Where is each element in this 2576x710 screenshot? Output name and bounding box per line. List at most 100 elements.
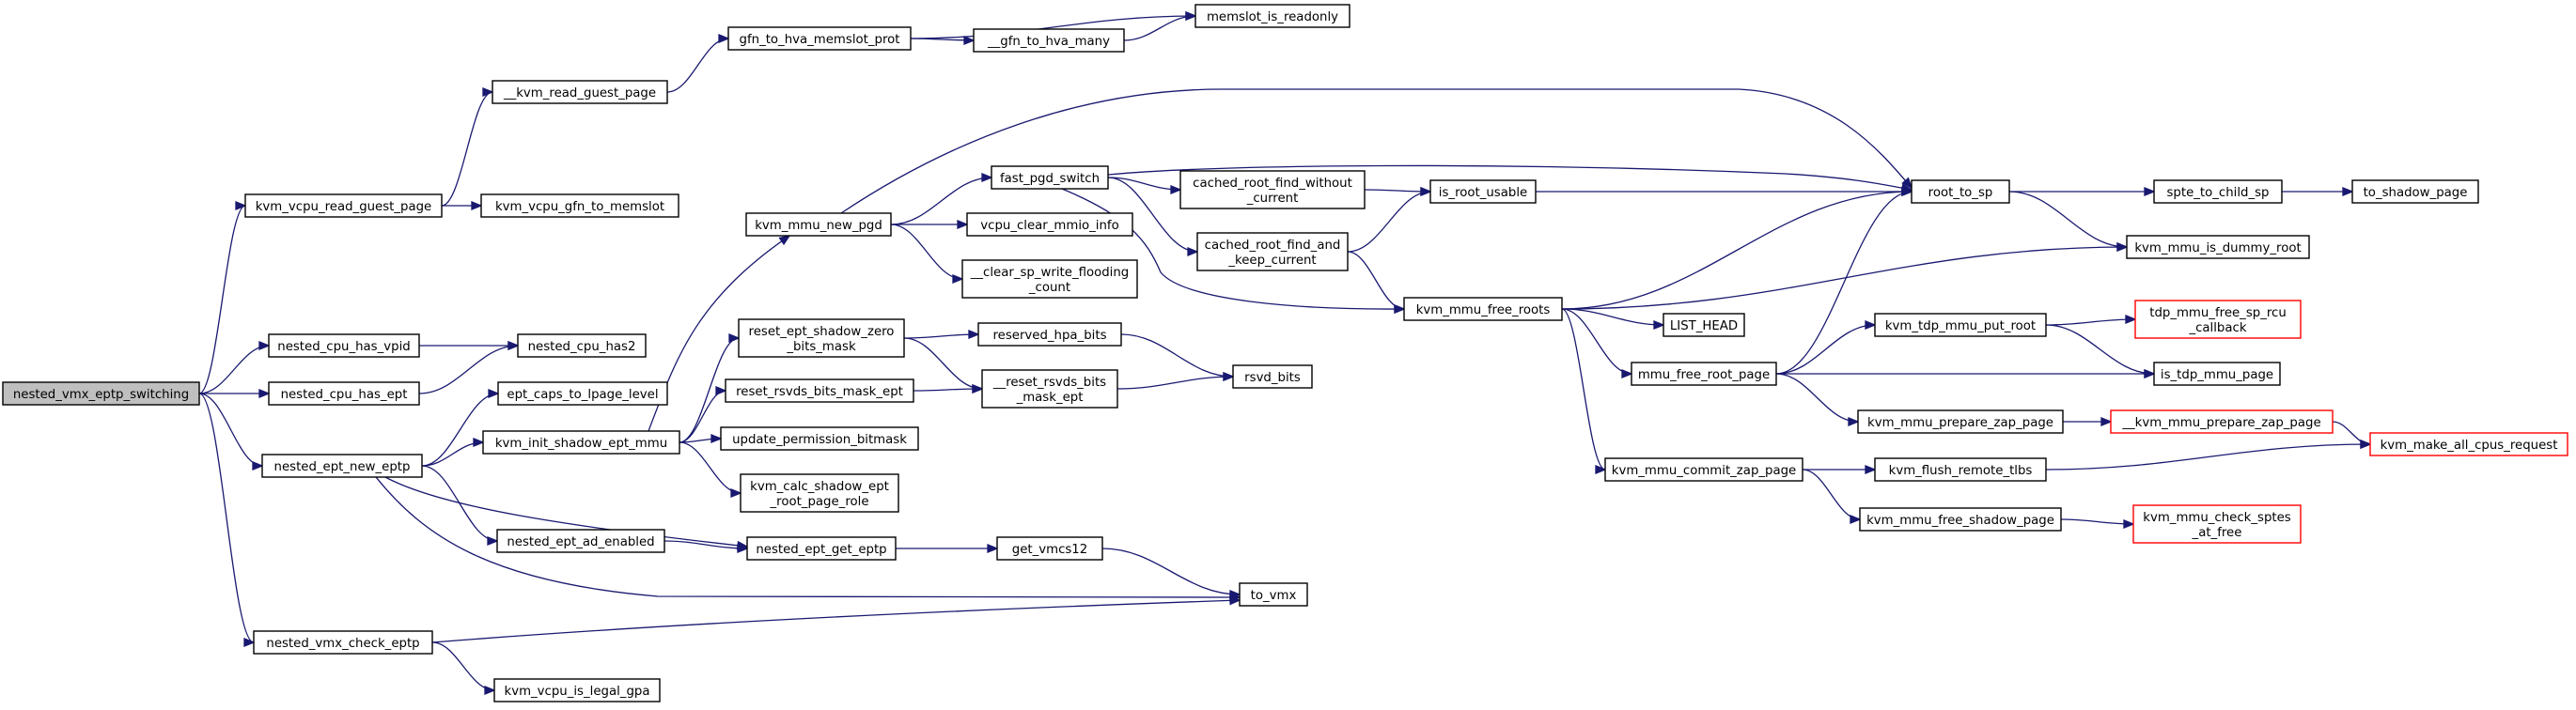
node-label: _mask_ept — [1016, 391, 1084, 405]
node-kvm-vcpu-is-legal-gpa[interactable]: kvm_vcpu_is_legal_gpa — [493, 678, 661, 702]
node-box — [961, 259, 1138, 299]
edge-line — [1775, 324, 1876, 375]
node-reset-rsvds-bits-mask-ept[interactable]: __reset_rsvds_bits_mask_ept — [981, 369, 1118, 409]
edge-fast-pgd-switch-to-cached-root-find-and-keep-current — [1107, 177, 1199, 256]
node-fast-pgd-switch[interactable]: fast_pgd_switch — [991, 165, 1109, 190]
node-kvm-mmu-is-dummy-root[interactable]: kvm_mmu_is_dummy_root — [2126, 235, 2310, 259]
node-kvm-mmu-check-sptes-at-free[interactable]: kvm_mmu_check_sptes_at_free — [2132, 504, 2302, 544]
node-label: nested_cpu_has_vpid — [277, 340, 410, 354]
node-ept-caps-to-lpage-level[interactable]: ept_caps_to_lpage_level — [497, 381, 668, 406]
node-kvm-read-guest-page[interactable]: __kvm_read_guest_page — [492, 80, 668, 104]
node-label: ept_caps_to_lpage_level — [507, 388, 658, 402]
node-to-vmx[interactable]: to_vmx — [1239, 582, 1308, 607]
node-kvm-vcpu-gfn-to-memslot[interactable]: kvm_vcpu_gfn_to_memslot — [480, 193, 679, 218]
node-box — [973, 28, 1125, 53]
edge-line — [2045, 443, 2371, 471]
node-cached-root-find-without-current[interactable]: cached_root_find_without_current — [1179, 170, 1366, 209]
node-label: to_vmx — [1251, 589, 1297, 603]
edge-line — [198, 205, 246, 394]
edge-line — [2045, 318, 2136, 326]
edge-line — [1561, 308, 1664, 326]
node-box — [1429, 179, 1537, 204]
node-kvm-make-all-cpus-request[interactable]: kvm_make_all_cpus_request — [2369, 432, 2568, 456]
node-gfn-to-hva-many[interactable]: __gfn_to_hva_many — [973, 28, 1125, 53]
node-label: memslot_is_readonly — [1207, 10, 1338, 24]
node-spte-to-child-sp[interactable]: spte_to_child_sp — [2153, 179, 2283, 204]
node-label: tdp_mmu_free_sp_rcu — [2149, 306, 2287, 320]
arrowhead — [710, 434, 723, 443]
node-box — [1874, 313, 2047, 337]
node-label: is_root_usable — [1439, 186, 1527, 200]
node-label: kvm_mmu_check_sptes — [2143, 511, 2290, 525]
node-nested-vmx-check-eptp[interactable]: nested_vmx_check_eptp — [253, 630, 433, 655]
edge-kvm-mmu-free-roots-to-root-to-sp — [1561, 187, 1913, 310]
node-is-tdp-mmu-page[interactable]: is_tdp_mmu_page — [2153, 362, 2281, 386]
node-gfn-to-hva-memslot-prot[interactable]: gfn_to_hva_memslot_prot — [727, 26, 912, 51]
node-label: kvm_mmu_is_dummy_root — [2134, 241, 2301, 255]
node-update-permission-bitmask[interactable]: update_permission_bitmask — [720, 426, 919, 451]
node-kvm-mmu-new-pgd[interactable]: kvm_mmu_new_pgd — [745, 212, 892, 237]
edge-line — [418, 345, 519, 394]
node-label: nested_cpu_has_ept — [281, 388, 408, 402]
edge-cached-root-find-and-keep-current-to-kvm-mmu-free-roots — [1347, 251, 1406, 314]
node-reset-ept-shadow-zero-bits-mask[interactable]: reset_ept_shadow_zero_bits_mask — [738, 318, 905, 358]
node-reserved-hpa-bits[interactable]: reserved_hpa_bits — [977, 322, 1122, 347]
node-box — [991, 165, 1109, 190]
node-kvm-calc-shadow-ept-root-page-role[interactable]: kvm_calc_shadow_ept_root_page_role — [740, 473, 899, 513]
node-LIST-HEAD[interactable]: LIST_HEAD — [1663, 313, 1745, 337]
node-clear-sp-write-flooding-count[interactable]: __clear_sp_write_flooding_count — [961, 259, 1138, 299]
node-label: kvm_init_shadow_ept_mmu — [495, 437, 667, 451]
node-nested-vmx-eptp-switching[interactable]: nested_vmx_eptp_switching — [2, 381, 200, 406]
node-kvm-init-shadow-ept-mmu[interactable]: kvm_init_shadow_ept_mmu — [482, 430, 680, 455]
arrowhead — [1865, 465, 1877, 474]
node-kvm-mmu-free-roots[interactable]: kvm_mmu_free_roots — [1403, 297, 1563, 321]
arrowhead — [1621, 369, 1633, 378]
edge-fast-pgd-switch-to-cached-root-find-without-current — [1107, 177, 1182, 194]
node-reset-rsvds-bits-mask-ept[interactable]: reset_rsvds_bits_mask_ept — [725, 378, 914, 403]
arrowhead — [488, 389, 500, 398]
node-label: mmu_free_root_page — [1638, 368, 1770, 382]
edge-line — [1347, 251, 1405, 310]
node-nested-cpu-has-vpid[interactable]: nested_cpu_has_vpid — [268, 333, 420, 358]
node-box — [482, 430, 680, 455]
node-mmu-free-root-page[interactable]: mmu_free_root_page — [1631, 362, 1777, 386]
node-kvm-vcpu-read-guest-page[interactable]: kvm_vcpu_read_guest_page — [244, 193, 443, 218]
node-kvm-mmu-prepare-zap-page[interactable]: __kvm_mmu_prepare_zap_page — [2110, 409, 2334, 434]
node-cached-root-find-and-keep-current[interactable]: cached_root_find_and_keep_current — [1196, 232, 1349, 271]
arrowhead — [2100, 417, 2113, 426]
node-kvm-flush-remote-tlbs[interactable]: kvm_flush_remote_tlbs — [1874, 457, 2047, 482]
edge-line — [1123, 15, 1196, 41]
node-nested-ept-new-eptp[interactable]: nested_ept_new_eptp — [261, 454, 423, 478]
arrowhead — [952, 274, 964, 284]
node-get-vmcs12[interactable]: get_vmcs12 — [996, 536, 1103, 561]
arrowhead — [957, 220, 969, 229]
arrowhead — [1170, 185, 1182, 194]
node-rsvd-bits[interactable]: rsvd_bits — [1232, 364, 1313, 389]
node-memslot-is-readonly[interactable]: memslot_is_readonly — [1194, 4, 1350, 28]
node-nested-cpu-has2[interactable]: nested_cpu_has2 — [517, 333, 647, 358]
node-nested-ept-get-eptp[interactable]: nested_ept_get_eptp — [746, 536, 897, 561]
node-label: __gfn_to_hva_many — [987, 35, 1110, 49]
node-box — [2369, 432, 2568, 456]
arrowhead — [987, 544, 999, 553]
call-edges — [198, 11, 2372, 695]
node-nested-cpu-has-ept[interactable]: nested_cpu_has_ept — [268, 381, 420, 406]
node-kvm-mmu-commit-zap-page[interactable]: kvm_mmu_commit_zap_page — [1604, 457, 1803, 482]
arrowhead — [1229, 590, 1241, 599]
node-tdp-mmu-free-sp-rcu-callback[interactable]: tdp_mmu_free_sp_rcu_callback — [2134, 300, 2302, 339]
node-kvm-tdp-mmu-put-root[interactable]: kvm_tdp_mmu_put_root — [1874, 313, 2047, 337]
node-nested-ept-ad-enabled[interactable]: nested_ept_ad_enabled — [496, 529, 665, 553]
node-vcpu-clear-mmio-info[interactable]: vcpu_clear_mmio_info — [966, 212, 1133, 237]
node-label: kvm_mmu_free_roots — [1416, 303, 1551, 317]
node-kvm-mmu-prepare-zap-page[interactable]: kvm_mmu_prepare_zap_page — [1857, 409, 2064, 434]
node-box — [740, 473, 899, 513]
node-is-root-usable[interactable]: is_root_usable — [1429, 179, 1537, 204]
node-kvm-mmu-free-shadow-page[interactable]: kvm_mmu_free_shadow_page — [1859, 507, 2062, 532]
edge-kvm-mmu-prepare-zap-page-to-kvm-mmu-prepare-zap-page — [2063, 417, 2113, 426]
edge-root-to-sp-to-spte-to-child-sp — [2009, 187, 2156, 196]
node-to-shadow-page[interactable]: to_shadow_page — [2351, 179, 2479, 204]
node-box — [1857, 409, 2064, 434]
node-root-to-sp[interactable]: root_to_sp — [1911, 179, 2010, 204]
edge-kvm-init-shadow-ept-mmu-to-update-permission-bitmask — [679, 434, 723, 443]
